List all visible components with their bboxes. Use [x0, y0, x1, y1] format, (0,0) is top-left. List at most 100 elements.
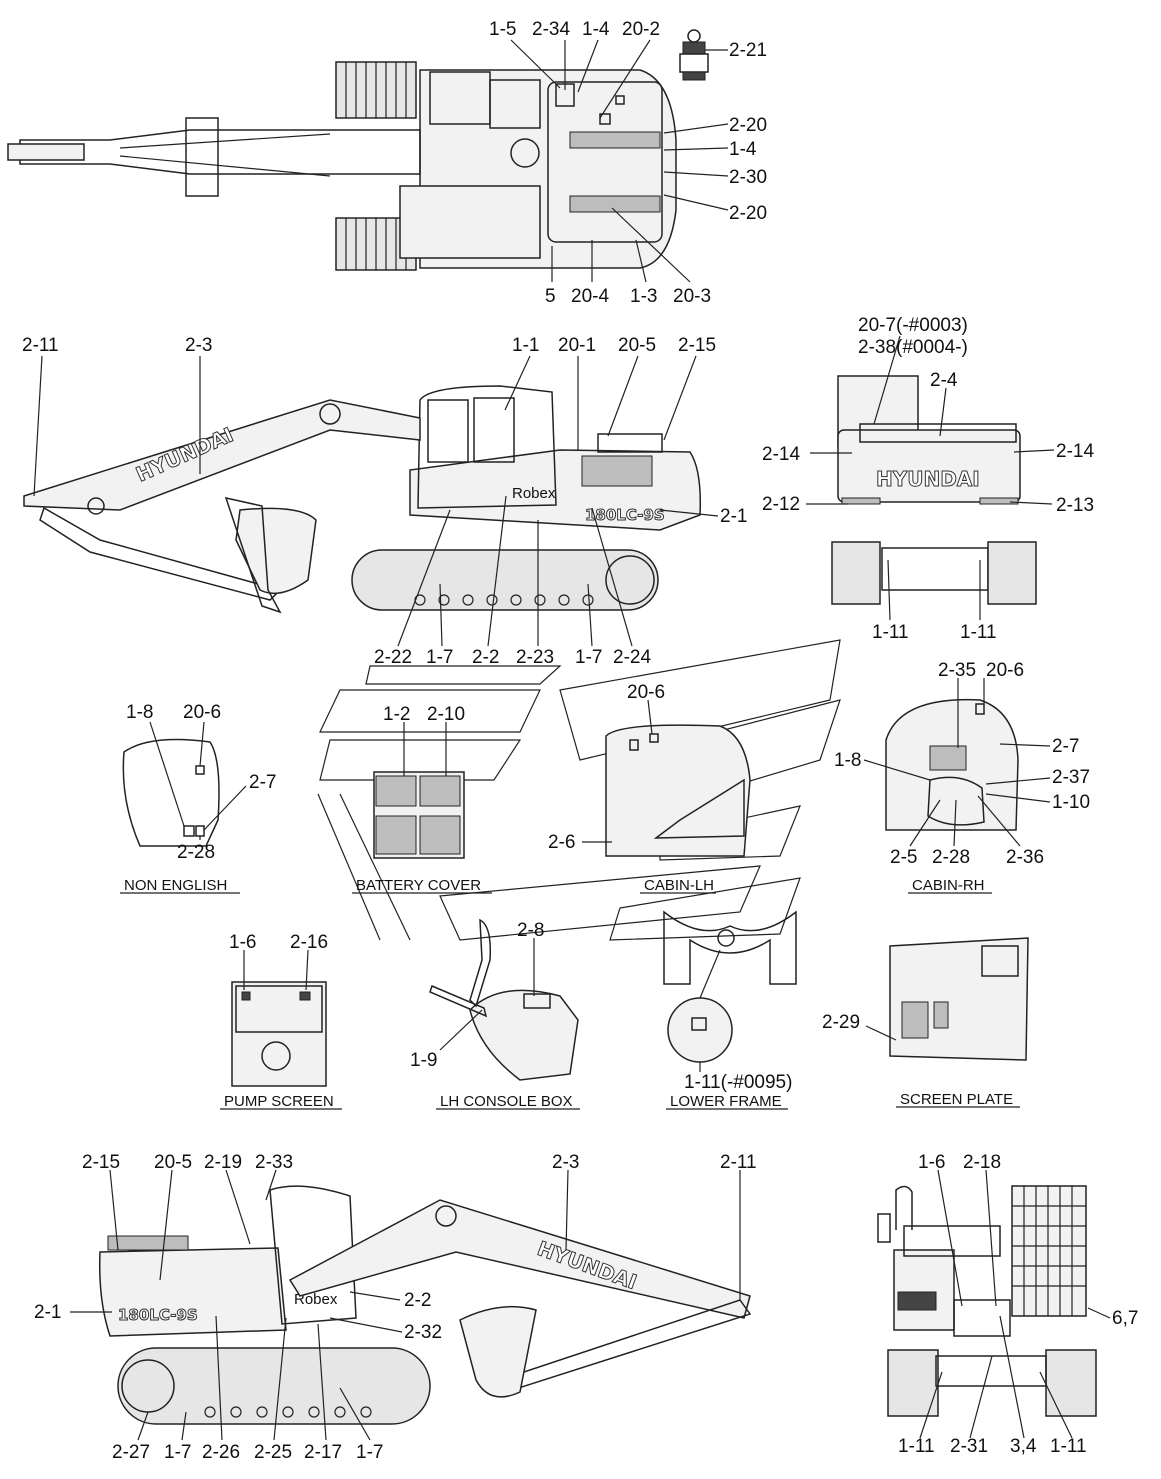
callout-crh-1-10: 1-10 [1052, 792, 1090, 813]
callout-fr-2-18: 2-18 [963, 1152, 1001, 1173]
callout-crh-2-7: 2-7 [1052, 736, 1079, 757]
model-badge-lh: 180LC-9S [585, 506, 665, 524]
battery-cover-view: 1-2 2-10 BATTERY COVER [352, 704, 492, 894]
callout-rh-1-7b: 1-7 [356, 1442, 383, 1463]
callout-sp-2-29: 2-29 [822, 1012, 860, 1033]
callout-clh-2-6: 2-6 [548, 832, 575, 853]
callout-lh-2-24: 2-24 [613, 647, 651, 668]
caption-non-english: NON ENGLISH [124, 877, 227, 894]
callout-lf-1-11: 1-11(-#0095) [684, 1072, 792, 1093]
callout-ps-2-16: 2-16 [290, 932, 328, 953]
callout-ps-1-6: 1-6 [229, 932, 256, 953]
callout-rear-2-38: 2-38(#0004-) [858, 337, 968, 358]
callout-lh-2-22: 2-22 [374, 647, 412, 668]
callout-rh-2-3: 2-3 [552, 1152, 579, 1173]
screen-plate-view: 2-29 SCREEN PLATE [822, 937, 1029, 1108]
callout-crh-2-35: 2-35 [938, 660, 976, 681]
caption-lh-console: LH CONSOLE BOX [440, 1093, 573, 1110]
callout-rh-2-19: 2-19 [204, 1152, 242, 1173]
callout-fr-1-6: 1-6 [918, 1152, 945, 1173]
callout-lh-1-1: 1-1 [512, 335, 539, 356]
callout-top-1-3: 1-3 [630, 286, 657, 307]
callout-clh-20-6: 20-6 [627, 682, 665, 703]
cabin-lh-view: 20-6 2-6 CABIN-LH [548, 682, 751, 894]
callout-rear-2-4: 2-4 [930, 370, 958, 391]
callout-rear-2-13: 2-13 [1056, 495, 1094, 516]
callout-top-2-34: 2-34 [532, 19, 570, 40]
callout-rh-2-27: 2-27 [112, 1442, 150, 1463]
callout-rh-2-25: 2-25 [254, 1442, 292, 1463]
caption-screen-plate: SCREEN PLATE [900, 1091, 1013, 1108]
callout-ne-1-8: 1-8 [126, 702, 153, 723]
callout-rh-2-15: 2-15 [82, 1152, 120, 1173]
caption-pump-screen: PUMP SCREEN [224, 1093, 334, 1110]
callout-top-2-20b: 2-20 [729, 203, 767, 224]
callout-rh-1-7a: 1-7 [164, 1442, 191, 1463]
callout-ne-2-28: 2-28 [177, 842, 215, 863]
callout-lh-2-2: 2-2 [472, 647, 499, 668]
callout-crh-1-8: 1-8 [834, 750, 861, 771]
callout-rear-2-14a: 2-14 [762, 444, 800, 465]
callout-rh-2-2: 2-2 [404, 1290, 431, 1311]
callout-top-20-2: 20-2 [622, 19, 660, 40]
callout-top-20-4: 20-4 [571, 286, 609, 307]
model-badge-rh: 180LC-9S [118, 1306, 198, 1324]
callout-fr-2-31: 2-31 [950, 1436, 988, 1457]
callout-rh-2-26: 2-26 [202, 1442, 240, 1463]
callout-lc-1-9: 1-9 [410, 1050, 437, 1071]
callout-rear-2-12: 2-12 [762, 494, 800, 515]
cylinder-icon [679, 29, 709, 81]
callout-rh-2-1: 2-1 [34, 1302, 61, 1323]
callout-lh-2-1: 2-1 [720, 506, 747, 527]
callout-rear-1-11b: 1-11 [960, 622, 997, 643]
callout-top-1-4b: 1-4 [729, 139, 757, 160]
callout-rh-2-17: 2-17 [304, 1442, 342, 1463]
callout-crh-2-37: 2-37 [1052, 767, 1090, 788]
caption-cabin-rh: CABIN-RH [912, 877, 985, 894]
callout-crh-20-6: 20-6 [986, 660, 1024, 681]
callout-ne-2-7: 2-7 [249, 772, 276, 793]
rear-view: HYUNDAI 20-7(-#0003) 2-38(#0004-) 2-4 2-… [762, 315, 1094, 643]
callout-bc-1-2: 1-2 [383, 704, 410, 725]
callout-lc-2-8: 2-8 [517, 920, 544, 941]
callout-rear-2-14b: 2-14 [1056, 441, 1094, 462]
callout-top-1-4: 1-4 [582, 19, 610, 40]
pump-screen-view: 1-6 2-16 PUMP SCREEN [220, 932, 342, 1110]
callout-lh-1-7b: 1-7 [575, 647, 602, 668]
callout-top-2-30: 2-30 [729, 167, 767, 188]
callout-crh-2-5: 2-5 [890, 847, 917, 868]
callout-lh-20-1: 20-1 [558, 335, 596, 356]
callout-top-20-3: 20-3 [673, 286, 711, 307]
callout-crh-2-36: 2-36 [1006, 847, 1044, 868]
caption-cabin-lh: CABIN-LH [644, 877, 714, 894]
callout-ne-20-6: 20-6 [183, 702, 221, 723]
callout-lh-2-15: 2-15 [678, 335, 716, 356]
callout-rear-20-7: 20-7(-#0003) [858, 315, 968, 336]
side-view-lh: 180LC-9S Robex HYUNDAI 2-11 2-3 1-1 20-1… [22, 335, 747, 668]
callout-fr-3-4: 3,4 [1010, 1436, 1037, 1457]
callout-lh-1-7a: 1-7 [426, 647, 453, 668]
non-english-view: 1-8 20-6 2-7 2-28 NON ENGLISH [120, 702, 276, 894]
callout-lh-2-11: 2-11 [22, 335, 59, 356]
top-view: 1-5 2-34 1-4 20-2 2-21 2-20 1-4 2-30 2-2… [7, 19, 767, 307]
callout-bc-2-10: 2-10 [427, 704, 465, 725]
cab-logo-lh: Robex [512, 485, 556, 502]
lower-frame-view: 1-11(-#0095) LOWER FRAME [663, 910, 797, 1110]
callout-top-2-21: 2-21 [729, 40, 767, 61]
callout-fr-1-11a: 1-11 [898, 1436, 935, 1457]
lh-console-view: 2-8 1-9 LH CONSOLE BOX [410, 918, 580, 1110]
callout-crh-2-28: 2-28 [932, 847, 970, 868]
caption-lower-frame: LOWER FRAME [670, 1093, 782, 1110]
callout-fr-1-11b: 1-11 [1050, 1436, 1087, 1457]
callout-rh-2-33: 2-33 [255, 1152, 293, 1173]
callout-top-1-5: 1-5 [489, 19, 516, 40]
callout-top-5: 5 [545, 286, 556, 307]
callout-fr-6-7: 6,7 [1112, 1308, 1138, 1329]
side-view-rh: 180LC-9S Robex HYUNDAI 2-15 20-5 2-19 2-… [34, 1152, 757, 1463]
callout-rh-20-5: 20-5 [154, 1152, 192, 1173]
callout-lh-2-23: 2-23 [516, 647, 554, 668]
front-view: 1-6 2-18 6,7 1-11 2-31 3,4 1-11 [877, 1152, 1138, 1457]
callout-rh-2-11: 2-11 [720, 1152, 757, 1173]
counterweight-brand: HYUNDAI [876, 467, 980, 491]
callout-rh-2-32: 2-32 [404, 1322, 442, 1343]
